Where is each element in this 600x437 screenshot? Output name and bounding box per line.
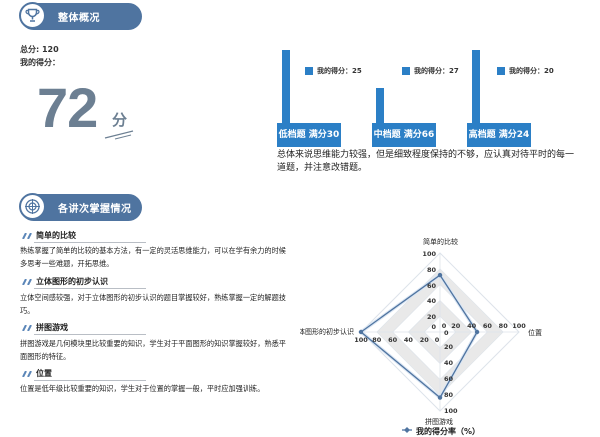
mastery-header-badge: 各讲次掌握情况: [19, 193, 142, 221]
radar-axis-label-left: 立体图形的初步认识: [300, 328, 354, 336]
slash-marker-icon: [22, 371, 32, 377]
mastery-item-text: 熟练掌握了简单的比较的基本方法，有一定的灵活思维能力，可以在学有余力的时候多思考…: [20, 246, 286, 268]
tier-bar: [376, 88, 384, 123]
mastery-item-text: 立体空间感较强，对于立体图形的初步认识的题目掌握较好，熟练掌握一定的解题技巧。: [20, 293, 286, 315]
svg-text:0: 0: [442, 322, 447, 330]
tier-legend: 我的得分：25: [305, 66, 362, 76]
mastery-item-heading: 简单的比较: [20, 230, 146, 243]
mastery-item-heading: 拼图游戏: [20, 322, 146, 335]
svg-text:60: 60: [483, 322, 493, 330]
target-icon: [25, 199, 40, 214]
tier-bar: [282, 50, 290, 123]
target-icon-circle: [19, 193, 46, 220]
svg-text:0: 0: [431, 323, 436, 331]
svg-text:100: 100: [512, 322, 526, 330]
trophy-icon: [25, 8, 40, 22]
legend-swatch: [497, 67, 505, 75]
trophy-icon-circle: [19, 2, 46, 29]
svg-text:80: 80: [427, 266, 437, 274]
overview-header-badge: 整体概况: [19, 2, 142, 30]
svg-text:80: 80: [444, 391, 454, 399]
svg-text:20: 20: [451, 322, 461, 330]
svg-text:100: 100: [444, 407, 458, 415]
slash-marker-icon: [22, 233, 32, 239]
tier-bar: [472, 50, 480, 123]
tier-legend: 我的得分：20: [497, 66, 554, 76]
radar-axis-label-left-clip: 立体图形的初步认识: [300, 327, 354, 338]
svg-text:20: 20: [444, 343, 454, 351]
legend-swatch: [402, 67, 410, 75]
overview-title: 整体概况: [58, 13, 100, 24]
score-underline-decoration: [104, 130, 134, 140]
svg-text:80: 80: [499, 322, 509, 330]
tier-label: 中档题 满分66: [372, 123, 436, 147]
tier-label: 高档题 满分24: [467, 123, 531, 147]
legend-diamond-icon: [402, 427, 412, 433]
slash-marker-icon: [22, 325, 32, 331]
svg-text:60: 60: [427, 282, 437, 290]
score-value: 72: [37, 76, 98, 139]
legend-swatch: [305, 67, 313, 75]
svg-text:20: 20: [427, 313, 437, 321]
total-score-label: 总分: 120: [20, 45, 59, 54]
tier-legend: 我的得分：27: [402, 66, 459, 76]
svg-text:40: 40: [404, 336, 414, 344]
svg-text:60: 60: [388, 336, 398, 344]
radar-axis-label-top: 简单的比较: [423, 238, 458, 246]
tier-label: 低档题 满分30: [277, 123, 341, 147]
my-score-label: 我的得分：: [20, 58, 60, 67]
svg-text:0: 0: [444, 329, 449, 337]
radar-axis-label-bottom: 拼图游戏: [425, 418, 453, 426]
slash-marker-icon: [22, 279, 32, 285]
svg-text:40: 40: [467, 322, 477, 330]
overall-comment: 总体来说思维能力较强，但是细致程度保持的不够，应认真对待平时的每一道题，并注意改…: [277, 150, 575, 173]
svg-text:100: 100: [354, 336, 368, 344]
mastery-item-text: 拼图游戏是几何模块里比较重要的知识，学生对于平面图形的知识掌握较好，熟悉平面图形…: [20, 339, 286, 361]
mastery-item-heading: 位置: [20, 368, 146, 381]
svg-text:40: 40: [427, 297, 437, 305]
svg-text:80: 80: [372, 336, 382, 344]
radar-legend-label: 我的得分率（%）: [416, 427, 481, 436]
mastery-item-text: 位置是低年级比较重要的知识，学生对于位置的掌握一般，平时应加强训练。: [20, 384, 265, 393]
mastery-title: 各讲次掌握情况: [58, 204, 132, 215]
mastery-item-heading: 立体图形的初步认识: [20, 276, 146, 289]
svg-text:0: 0: [435, 336, 440, 344]
svg-text:60: 60: [444, 375, 454, 383]
svg-text:20: 20: [420, 336, 430, 344]
svg-text:100: 100: [422, 250, 436, 258]
score-unit: 分: [112, 111, 128, 129]
svg-text:40: 40: [444, 359, 454, 367]
radar-axis-label-right: 位置: [528, 329, 542, 337]
